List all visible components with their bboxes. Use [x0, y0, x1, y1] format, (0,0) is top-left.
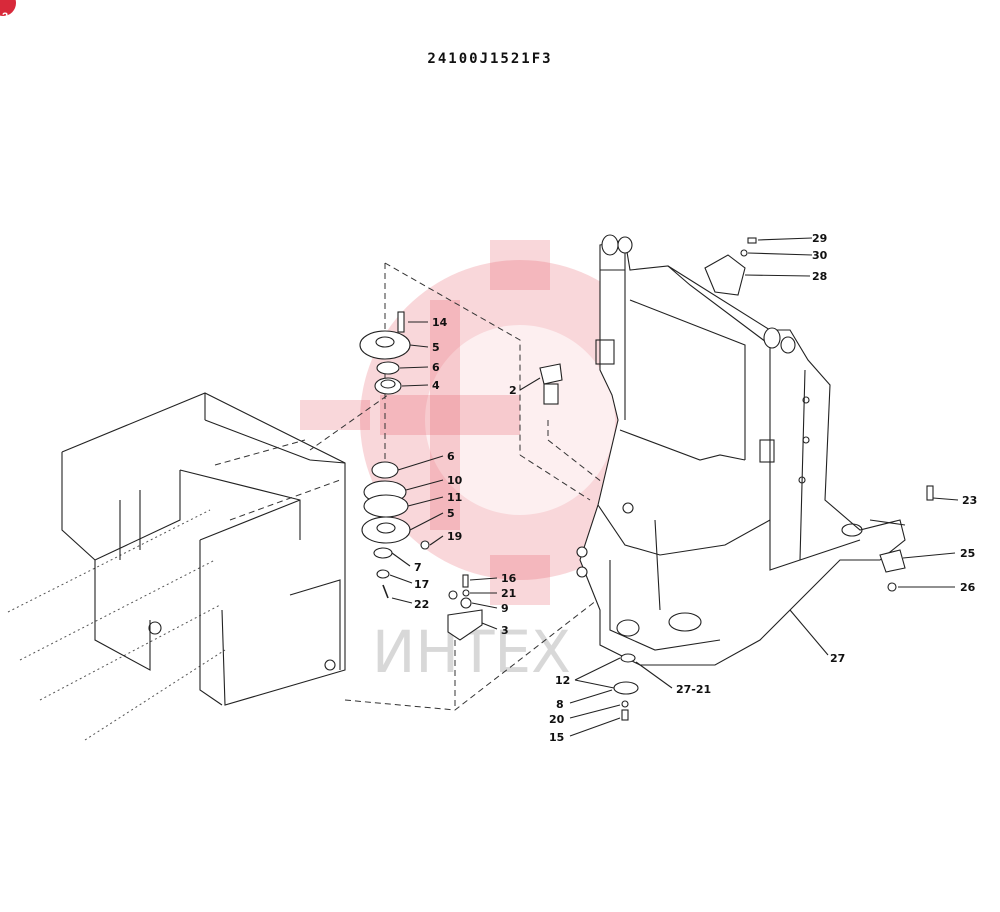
callout-14: 14 — [432, 316, 448, 329]
callout-23: 23 — [962, 494, 977, 507]
callout-2: 2 — [509, 384, 517, 397]
leader-lines — [389, 237, 959, 737]
callout-25: 25 — [960, 547, 975, 560]
callout-26: 26 — [960, 581, 976, 594]
callout-16: 16 — [501, 572, 517, 585]
pivot-pin — [539, 363, 563, 405]
callout-20: 20 — [549, 713, 565, 726]
assembly-guide-lines — [309, 262, 626, 711]
callout-30: 30 — [812, 249, 828, 262]
callout-28: 28 — [812, 270, 827, 283]
callout-17: 17 — [414, 578, 429, 591]
cover-plate-assembly — [704, 237, 757, 296]
main-frame-outline — [7, 392, 346, 741]
callout-22: 22 — [414, 598, 429, 611]
upper-bearing-assembly — [359, 311, 411, 395]
callout-5-upper: 5 — [432, 341, 440, 354]
callout-10: 10 — [447, 474, 463, 487]
page-badge: 2 — [0, 0, 16, 16]
callout-11: 11 — [447, 491, 462, 504]
callout-27-21: 27-21 — [676, 683, 711, 696]
callout-9: 9 — [501, 602, 509, 615]
page-badge-text: 2 — [2, 0, 8, 16]
callout-19: 19 — [447, 530, 462, 543]
callout-4: 4 — [432, 379, 440, 392]
callout-6-upper: 6 — [432, 361, 440, 374]
diagram-title: 24100J1521F3 — [427, 51, 553, 67]
callout-27: 27 — [830, 652, 845, 665]
callout-12: 12 — [555, 674, 570, 687]
callout-29: 29 — [812, 232, 827, 245]
callout-3: 3 — [501, 624, 509, 637]
callout-8: 8 — [556, 698, 564, 711]
stopper-assembly — [447, 574, 483, 641]
middle-bearing-assembly — [361, 461, 430, 599]
callout-labels: 29 30 28 14 5 6 4 2 6 10 11 5 19 7 17 22… — [414, 232, 977, 744]
callout-15: 15 — [549, 731, 564, 744]
callout-21: 21 — [501, 587, 516, 600]
callout-7: 7 — [414, 561, 422, 574]
callout-6-middle: 6 — [447, 450, 455, 463]
lower-pivot-parts — [613, 653, 639, 721]
right-fasteners — [879, 485, 934, 592]
callout-5-middle: 5 — [447, 507, 455, 520]
swing-bracket — [576, 234, 906, 666]
